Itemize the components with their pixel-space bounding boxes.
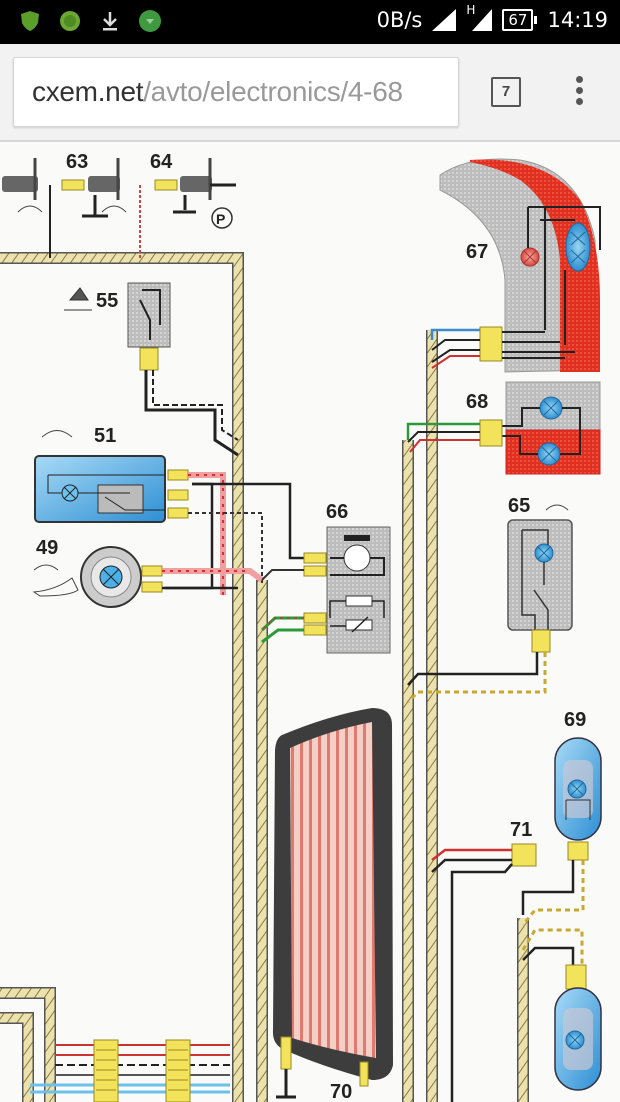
component-69-lower[interactable] — [521, 928, 602, 1091]
overflow-menu-icon[interactable] — [570, 74, 590, 108]
seatbelt-icon — [64, 287, 92, 311]
go-app-icon — [60, 11, 80, 31]
url-text[interactable]: cxem.net/avto/electronics/4-68 — [32, 76, 403, 108]
shield-app-icon — [21, 11, 39, 31]
harness-main — [0, 252, 529, 1102]
component-68[interactable]: 68 — [406, 381, 601, 475]
component-66[interactable]: 66 — [260, 501, 391, 654]
url-host: cxem.net — [32, 76, 144, 107]
label-51: 51 — [94, 425, 116, 447]
component-67[interactable]: 67 — [430, 158, 601, 373]
url-bar[interactable]: cxem.net/avto/electronics/4-68 — [13, 57, 459, 127]
label-67: 67 — [466, 241, 488, 263]
wiring-diagram[interactable]: 63 P 64 55 51 — [0, 142, 620, 1102]
component-49[interactable]: 49 — [32, 537, 264, 608]
clock: 14:19 — [547, 8, 608, 32]
status-bar: 0B/s H 67 14:19 — [0, 0, 620, 44]
label-55: 55 — [96, 290, 118, 312]
url-path: /avto/electronics/4-68 — [143, 76, 403, 107]
component-55[interactable]: 55 — [64, 282, 239, 457]
browser-toolbar: cxem.net/avto/electronics/4-68 7 — [0, 44, 620, 142]
component-65[interactable]: 65 — [406, 495, 573, 704]
diagram-canvas: 63 P 64 55 51 — [0, 151, 602, 1102]
component-71[interactable]: 71 — [431, 819, 537, 1102]
label-68: 68 — [466, 391, 488, 413]
component-69[interactable]: 69 — [521, 709, 602, 926]
network-speed: 0B/s — [376, 8, 423, 32]
label-71: 71 — [510, 819, 532, 841]
label-70: 70 — [330, 1081, 352, 1102]
hspa-signal: H — [466, 3, 494, 31]
download-icon — [103, 12, 117, 31]
component-64[interactable]: P 64 — [139, 151, 236, 258]
signal-icon — [432, 9, 457, 31]
component-63[interactable]: 63 — [2, 151, 120, 258]
lamp-symbol-icons — [17, 205, 127, 213]
notification-icons — [18, 9, 162, 33]
green-app-icon — [139, 10, 161, 32]
component-70[interactable]: 70 — [272, 708, 393, 1102]
label-49: 49 — [36, 537, 58, 559]
label-64: 64 — [150, 151, 173, 173]
label-66: 66 — [326, 501, 348, 523]
label-63: 63 — [66, 151, 88, 173]
label-69: 69 — [564, 709, 586, 731]
tab-switcher-button[interactable]: 7 — [491, 77, 521, 107]
parking-brake-icon — [211, 207, 233, 229]
lamp-icon-65 — [545, 504, 569, 511]
component-51[interactable]: 51 — [34, 425, 330, 595]
label-65: 65 — [508, 495, 530, 517]
hspa-label: H — [466, 3, 476, 17]
lamp-icon — [41, 430, 73, 438]
parking-symbol: P — [216, 211, 225, 227]
seat-icon — [32, 577, 79, 597]
signal-icon-2 — [472, 9, 493, 31]
bottom-connector-bundle — [30, 1039, 230, 1102]
battery-indicator: 67 — [502, 9, 538, 31]
